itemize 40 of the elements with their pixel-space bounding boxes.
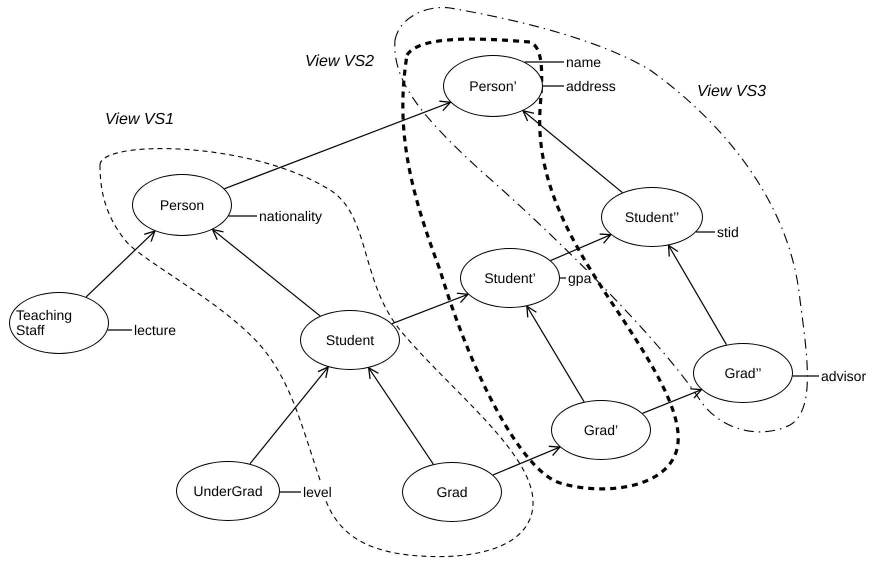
inheritance-arrow xyxy=(212,228,320,316)
class-ellipse: Person xyxy=(132,174,232,236)
class-ellipse: Grad’’ xyxy=(693,343,793,403)
class-ellipse: Grad’ xyxy=(551,400,651,460)
inheritance-arrow xyxy=(522,110,623,194)
class-ellipse: UnderGrad xyxy=(176,461,280,521)
view-label: View VS2 xyxy=(305,52,374,72)
attribute-line xyxy=(280,491,301,493)
inheritance-arrow xyxy=(526,306,585,402)
inheritance-arrow xyxy=(224,100,452,190)
attribute-label: address xyxy=(565,78,617,94)
attribute-label: lecture xyxy=(133,322,178,338)
inheritance-arrow xyxy=(668,244,727,345)
view-label: View VS3 xyxy=(697,82,766,102)
attribute-line xyxy=(543,85,564,87)
class-ellipse: Student’’ xyxy=(601,187,703,247)
inheritance-arrow xyxy=(550,233,612,262)
inheritance-arrow xyxy=(86,230,156,298)
attribute-line xyxy=(560,277,566,279)
attribute-label: nationality xyxy=(258,208,324,224)
inheritance-arrow xyxy=(642,388,702,414)
inheritance-arrow xyxy=(492,446,561,476)
attribute-label: gpa xyxy=(567,270,592,286)
class-ellipse: Student’ xyxy=(460,248,560,308)
attribute-line xyxy=(792,375,819,377)
attribute-line xyxy=(228,215,257,217)
class-ellipse: Person’ xyxy=(443,55,543,117)
view-label: View VS1 xyxy=(105,110,174,130)
inheritance-arrow xyxy=(368,367,434,464)
class-ellipse: Teaching Staff xyxy=(9,292,109,354)
inheritance-arrow xyxy=(250,366,329,464)
attribute-line xyxy=(524,61,564,63)
attribute-label: advisor xyxy=(820,368,868,384)
attribute-line xyxy=(108,329,132,331)
class-ellipse: Grad xyxy=(402,462,502,522)
attribute-label: stid xyxy=(716,224,740,240)
class-ellipse: Student xyxy=(300,310,400,370)
attribute-label: level xyxy=(302,484,333,500)
inheritance-arrow xyxy=(392,292,469,324)
attribute-line xyxy=(696,231,715,233)
